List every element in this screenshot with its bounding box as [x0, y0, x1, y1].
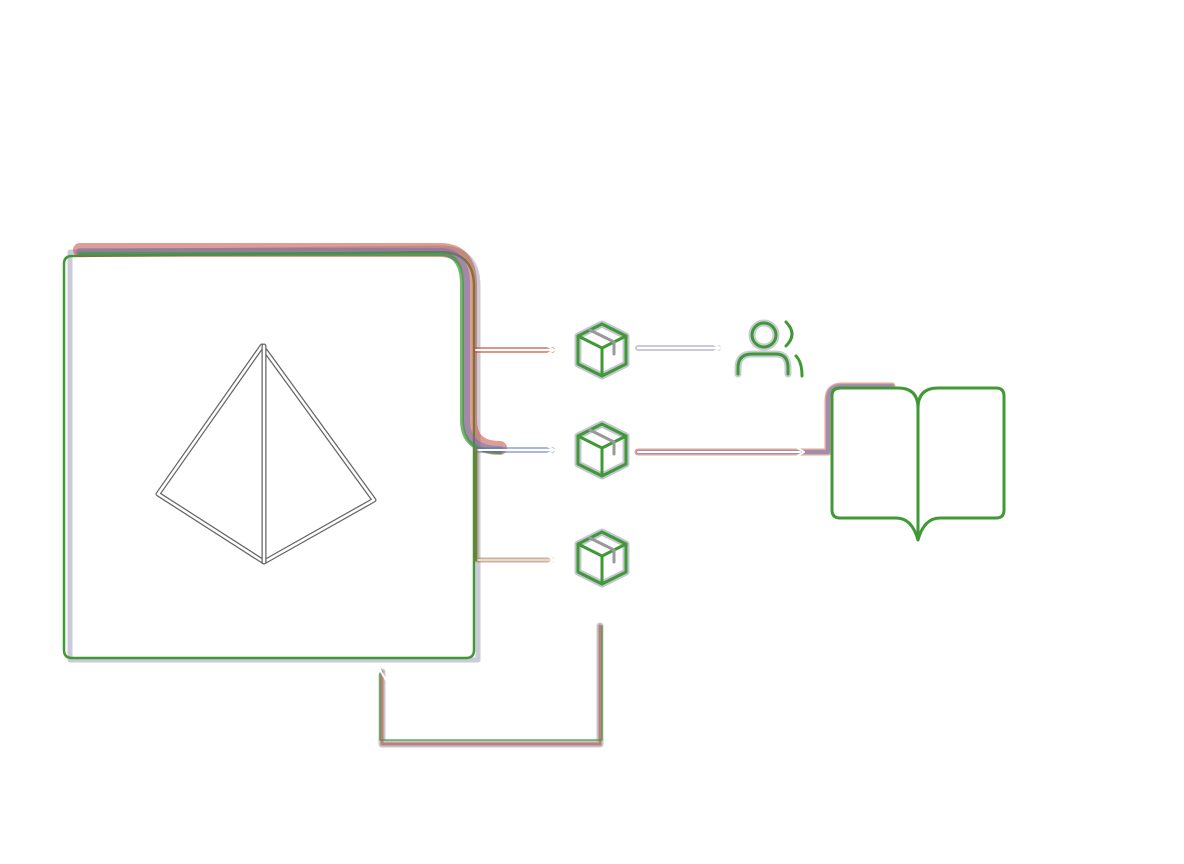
package-3: [574, 528, 630, 588]
source-box-shadow: [67, 245, 481, 663]
arrowhead: [543, 553, 555, 567]
package-2: [574, 420, 630, 480]
edge-package-2-docs: [634, 382, 896, 459]
edge-source-package-3: [473, 447, 555, 567]
package-icon: [574, 528, 630, 588]
edge-source-package-1: [473, 343, 555, 357]
arrowhead: [543, 343, 555, 357]
source-box: [62, 250, 476, 660]
arrowhead: [709, 341, 721, 355]
arrowhead: [543, 443, 555, 457]
book-icon: [830, 386, 1006, 542]
package-1: [574, 320, 630, 380]
edge-source-package-2: [473, 443, 555, 457]
edge-package-3-source: [373, 622, 604, 748]
arrowhead: [373, 669, 387, 681]
package-icon: [574, 320, 630, 380]
edge-package-1-users: [635, 341, 721, 355]
arrowhead: [793, 445, 805, 459]
docs-node: [830, 386, 1006, 542]
source-node: [62, 245, 481, 663]
users-icon: [734, 319, 804, 378]
pyramid-icon: [155, 343, 377, 565]
package-icon: [574, 420, 630, 480]
flow-bundle: [73, 243, 507, 455]
users-node: [734, 319, 804, 378]
